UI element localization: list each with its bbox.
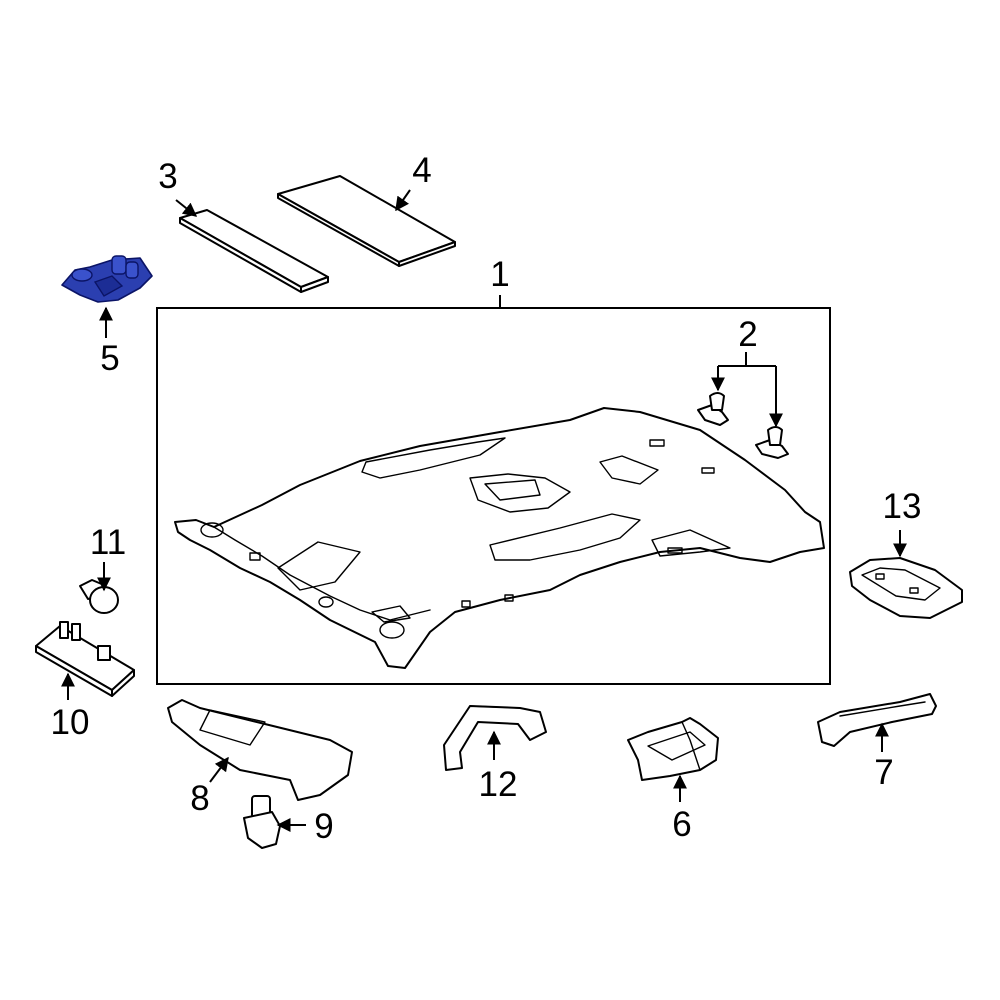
part-7-bracket-bar[interactable] <box>817 693 937 747</box>
part-2-clip-left[interactable] <box>697 392 729 426</box>
part-4-insulator-pad[interactable] <box>277 175 456 267</box>
part-13-dome-lamp[interactable] <box>849 557 963 619</box>
callout-6: 6 <box>672 805 691 844</box>
part-9-visor-holder[interactable] <box>243 795 281 849</box>
part-1-headliner[interactable] <box>174 407 825 669</box>
callout-12: 12 <box>479 765 518 804</box>
part-2-clip-right[interactable] <box>755 426 789 459</box>
callout-4: 4 <box>412 151 431 190</box>
part-5-bracket-highlighted[interactable] <box>61 255 153 303</box>
leader-lines <box>61 189 907 832</box>
callout-9: 9 <box>314 807 333 846</box>
callout-8: 8 <box>190 779 209 818</box>
callout-11: 11 <box>90 523 126 562</box>
callout-7: 7 <box>874 753 893 792</box>
callout-10: 10 <box>51 703 90 742</box>
part-6-bracket[interactable] <box>627 717 719 781</box>
assembly-frame <box>156 307 831 685</box>
callout-2: 2 <box>738 315 757 354</box>
callout-5: 5 <box>100 339 119 378</box>
part-3-insulator-strip[interactable] <box>179 209 329 293</box>
part-11-bulb[interactable] <box>79 579 119 614</box>
part-8-sun-visor[interactable] <box>167 699 353 801</box>
part-10-map-lamp[interactable] <box>35 621 135 697</box>
callout-3: 3 <box>158 157 177 196</box>
callout-13: 13 <box>883 487 922 526</box>
callout-1: 1 <box>490 255 509 294</box>
part-12-assist-grip[interactable] <box>443 705 547 771</box>
callout-labels: 1 2 3 4 5 13 11 10 8 9 12 6 7 <box>51 151 922 846</box>
